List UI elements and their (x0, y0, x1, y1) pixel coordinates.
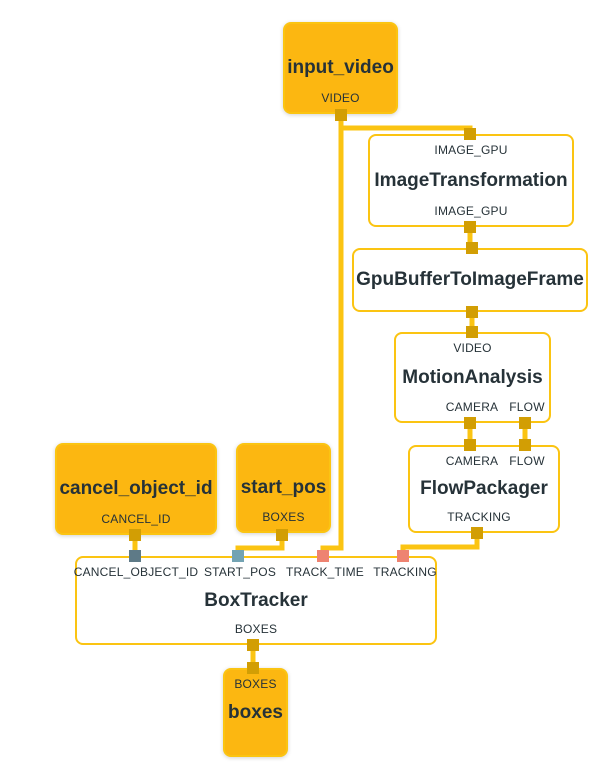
port-motion-analysis-flow-out (519, 417, 531, 429)
node-input-video[interactable]: input_video VIDEO (283, 22, 398, 114)
node-boxes[interactable]: BOXES boxes (223, 668, 288, 757)
port-label-box-tracker-tracking: TRACKING (373, 565, 437, 579)
port-label-motion-analysis-flow: FLOW (509, 400, 545, 414)
port-label-start-pos-out: BOXES (262, 510, 305, 524)
node-flow-packager[interactable]: CAMERA FLOW FlowPackager TRACKING (408, 445, 560, 533)
port-motion-analysis-camera-out (464, 417, 476, 429)
node-start-pos[interactable]: start_pos BOXES (236, 443, 331, 533)
node-cancel-object-id[interactable]: cancel_object_id CANCEL_ID (55, 443, 217, 535)
port-label-boxes-in: BOXES (234, 677, 277, 691)
port-label-cancel-object-id-out: CANCEL_ID (101, 512, 171, 526)
node-title-cancel-object-id: cancel_object_id (59, 478, 213, 499)
port-flow-packager-camera-in (464, 439, 476, 451)
port-label-image-transformation-in: IMAGE_GPU (434, 143, 508, 157)
port-box-tracker-start-pos-in (232, 550, 244, 562)
port-label-input-video-video: VIDEO (321, 91, 360, 105)
port-box-tracker-cancel-object-id-in (129, 550, 141, 562)
port-label-flow-packager-camera: CAMERA (445, 454, 499, 468)
port-label-box-tracker-track-time: TRACK_TIME (285, 565, 365, 579)
node-title-gpu-buffer-to-image-frame: GpuBufferToImageFrame (356, 269, 584, 290)
port-motion-analysis-video-in (466, 326, 478, 338)
port-image-transformation-out (464, 221, 476, 233)
port-box-tracker-tracking-in (397, 550, 409, 562)
node-title-boxes: boxes (228, 701, 283, 723)
port-label-flow-packager-flow: FLOW (509, 454, 545, 468)
port-cancel-object-id-out (129, 529, 141, 541)
port-box-tracker-boxes-out (247, 639, 259, 651)
port-flow-packager-tracking-out (471, 527, 483, 539)
node-box-tracker[interactable]: CANCEL_OBJECT_ID START_POS TRACK_TIME TR… (73, 556, 437, 645)
port-gpu-buffer-out (466, 306, 478, 318)
node-title-motion-analysis: MotionAnalysis (402, 366, 543, 388)
node-title-start-pos: start_pos (240, 477, 327, 498)
port-gpu-buffer-in (466, 242, 478, 254)
node-image-transformation[interactable]: IMAGE_GPU ImageTransformation IMAGE_GPU (368, 134, 574, 227)
node-gpu-buffer-to-image-frame[interactable]: GpuBufferToImageFrame (352, 248, 588, 312)
port-boxes-in (247, 662, 259, 674)
node-title-flow-packager: FlowPackager (420, 478, 548, 499)
node-title-image-transformation: ImageTransformation (374, 169, 568, 191)
port-label-image-transformation-out: IMAGE_GPU (434, 204, 508, 218)
port-label-box-tracker-boxes-out: BOXES (234, 622, 278, 636)
port-label-box-tracker-start-pos: START_POS (203, 565, 277, 579)
port-label-motion-analysis-video: VIDEO (453, 341, 492, 355)
port-label-motion-analysis-camera: CAMERA (445, 400, 499, 414)
port-start-pos-out (276, 529, 288, 541)
port-image-transformation-in (464, 128, 476, 140)
port-box-tracker-track-time-in (317, 550, 329, 562)
port-flow-packager-flow-in (519, 439, 531, 451)
port-label-box-tracker-cancel-object-id: CANCEL_OBJECT_ID (73, 565, 199, 579)
node-title-input-video: input_video (287, 57, 394, 78)
port-input-video-video-out (335, 109, 347, 121)
node-motion-analysis[interactable]: VIDEO MotionAnalysis CAMERA FLOW (394, 332, 551, 423)
port-label-flow-packager-tracking: TRACKING (447, 510, 511, 524)
node-title-box-tracker: BoxTracker (204, 589, 308, 611)
